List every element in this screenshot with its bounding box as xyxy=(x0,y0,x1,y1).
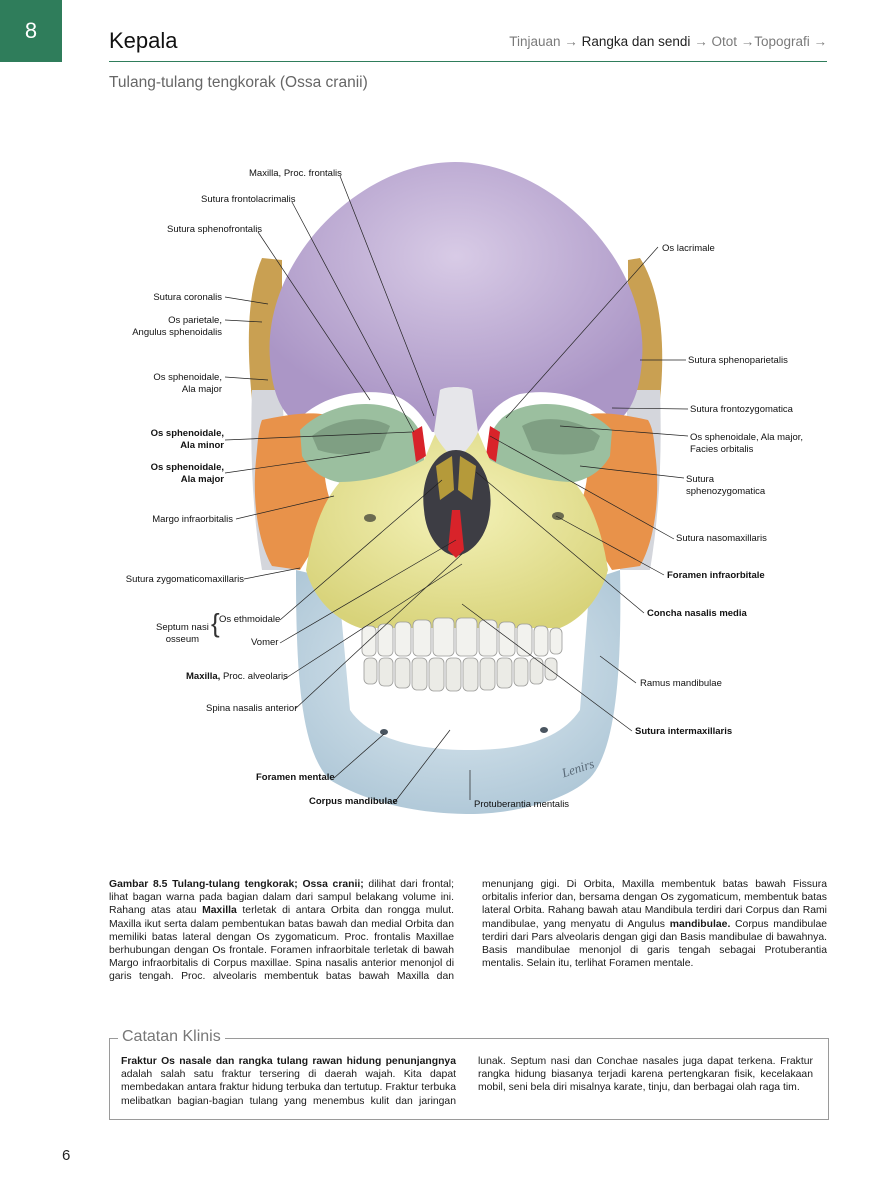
skull-figure: Lenirs Maxilla, Proc. frontalis Sutura f… xyxy=(0,150,889,830)
page-number: 6 xyxy=(62,1147,71,1164)
os-nasale xyxy=(434,387,478,462)
label-vomer: Vomer xyxy=(251,637,279,648)
label-septum-line1: Septum nasi xyxy=(156,622,209,633)
clinical-note-title: Catatan Klinis xyxy=(118,1028,225,1046)
label-margo-infraorbitalis: Margo infraorbitalis xyxy=(152,514,233,525)
label-sutura-zygomaticomaxillaris: Sutura zygomaticomaxillaris xyxy=(125,574,244,585)
os-lacrimale-right xyxy=(486,426,500,462)
foramen-infraorbitale-right xyxy=(552,512,564,520)
clinical-note-text: Fraktur Os nasale dan rangka tulang rawa… xyxy=(121,1055,813,1108)
label-os-parietale-line2: Angulus sphenoidalis xyxy=(132,327,222,338)
label-sphenozyg-line2: sphenozygomatica xyxy=(686,486,766,497)
label-protuberantia-mentalis: Protuberantia mentalis xyxy=(474,799,570,810)
dentes-inferiores xyxy=(363,657,558,692)
label-os-sphenoidale-ala-major: Os sphenoidale,Ala major xyxy=(153,372,222,396)
foramen-mentale-right xyxy=(540,727,548,733)
label-os-sph-line2: Ala major xyxy=(181,384,222,395)
page-subtitle: Tulang-tulang tengkorak (Ossa cranii) xyxy=(109,74,368,91)
foramen-mentale-left xyxy=(380,729,388,735)
label-os-parietale: Os parietale,Angulus sphenoidalis xyxy=(132,315,222,339)
label-sutura-coronalis: Sutura coronalis xyxy=(153,292,222,303)
label-septum-line2: osseum xyxy=(165,634,200,645)
caption-text-2: terletak di antara Orbita dan rongga mul… xyxy=(109,879,827,983)
vomer-red xyxy=(448,510,464,558)
label-sutura-intermaxillaris: Sutura intermaxillaris xyxy=(635,726,733,737)
caption-maxilla: Maxilla xyxy=(202,905,237,917)
label-sutura-sphenoparietalis: Sutura sphenoparietalis xyxy=(688,355,788,366)
label-sphenozyg-line1: Sutura xyxy=(686,474,714,485)
section-breadcrumb: Tinjauan → Rangka dan sendi → Otot →Topo… xyxy=(509,34,827,49)
orbita-right-shadow xyxy=(522,419,600,455)
label-ala-minor-line2: Ala minor xyxy=(180,440,224,451)
label-spina-nasalis-anterior: Spina nasalis anterior xyxy=(206,703,298,714)
os-lacrimale-left xyxy=(412,426,426,462)
label-foramen-infraorbitale: Foramen infraorbitale xyxy=(667,570,765,581)
nav-rangka-dan-sendi[interactable]: Rangka dan sendi xyxy=(581,34,691,49)
label-os-ethmoidale: Os ethmoidale xyxy=(219,614,281,625)
label-os-sphenoidale-ala-major-bold: Os sphenoidale,Ala major xyxy=(151,462,224,486)
header-divider xyxy=(109,61,827,62)
label-facies-line1: Os sphenoidale, Ala major, xyxy=(690,432,804,443)
clinical-note-lead: Fraktur Os nasale dan rangka tulang rawa… xyxy=(121,1056,456,1067)
label-os-sphenoidale-ala-minor: Os sphenoidale,Ala minor xyxy=(151,428,224,452)
chapter-number: 8 xyxy=(24,18,38,43)
label-facies-line2: Facies orbitalis xyxy=(690,444,754,455)
label-corpus-mandibulae: Corpus mandibulae xyxy=(309,796,398,807)
label-os-parietale-line1: Os parietale, xyxy=(168,315,222,326)
os-frontale xyxy=(269,162,643,432)
label-ala-major-line2: Ala major xyxy=(180,474,224,485)
label-maxilla-bold: Maxilla, xyxy=(186,671,221,682)
nav-tinjauan[interactable]: Tinjauan → xyxy=(509,34,578,49)
clinical-note-box xyxy=(109,1038,829,1120)
clinical-note-body: adalah salah satu fraktur tersering di d… xyxy=(121,1056,813,1107)
foramen-infraorbitale-left xyxy=(364,514,376,522)
figure-caption: Gambar 8.5 Tulang-tulang tengkorak; Ossa… xyxy=(109,878,827,984)
concha-left xyxy=(436,456,454,500)
nav-otot-topografi[interactable]: → Otot →Topografi → xyxy=(694,34,827,49)
label-os-lacrimale: Os lacrimale xyxy=(662,243,715,254)
label-concha-nasalis-media: Concha nasalis media xyxy=(647,608,747,619)
label-sutura-sphenofrontalis: Sutura sphenofrontalis xyxy=(167,224,263,235)
skull-illustration: Lenirs xyxy=(224,162,689,814)
label-proc-alveolaris: Proc. alveolaris xyxy=(220,671,288,682)
chapter-tab: 8 xyxy=(0,0,62,62)
label-ala-major-line1: Os sphenoidale, xyxy=(150,462,224,473)
label-ala-minor-line1: Os sphenoidale, xyxy=(150,428,224,439)
concha-right xyxy=(458,456,476,500)
label-foramen-mentale: Foramen mentale xyxy=(256,772,335,783)
caption-mandibulae: mandibulae. xyxy=(669,918,731,930)
caption-text-1: dilihat dari frontal; lihat bagan warna … xyxy=(109,879,455,917)
label-sutura-frontolacrimalis: Sutura frontolacrimalis xyxy=(201,194,296,205)
label-facies-orbitalis: Os sphenoidale, Ala major,Facies orbital… xyxy=(690,432,803,456)
septum-brace: { xyxy=(211,608,220,638)
caption-text-3: Corpus mandibulae terdiri dari Pars alve… xyxy=(482,918,827,970)
leader-lines xyxy=(224,175,689,804)
label-maxilla-proc-frontalis: Maxilla, Proc. frontalis xyxy=(249,168,342,179)
caption-lead: Gambar 8.5 Tulang-tulang tengkorak; Ossa… xyxy=(109,879,364,890)
label-sutura-frontozygomatica: Sutura frontozygomatica xyxy=(690,404,793,415)
chapter-title: Kepala xyxy=(109,28,178,53)
mandibula xyxy=(296,570,621,814)
orbita-left-shadow xyxy=(312,419,390,455)
label-os-sph-line1: Os sphenoidale, xyxy=(153,372,222,383)
label-maxilla-proc-alveolaris: Maxilla, Proc. alveolaris xyxy=(186,671,288,683)
label-sutura-nasomaxillaris: Sutura nasomaxillaris xyxy=(676,533,767,544)
label-ramus-mandibulae: Ramus mandibulae xyxy=(640,678,722,689)
